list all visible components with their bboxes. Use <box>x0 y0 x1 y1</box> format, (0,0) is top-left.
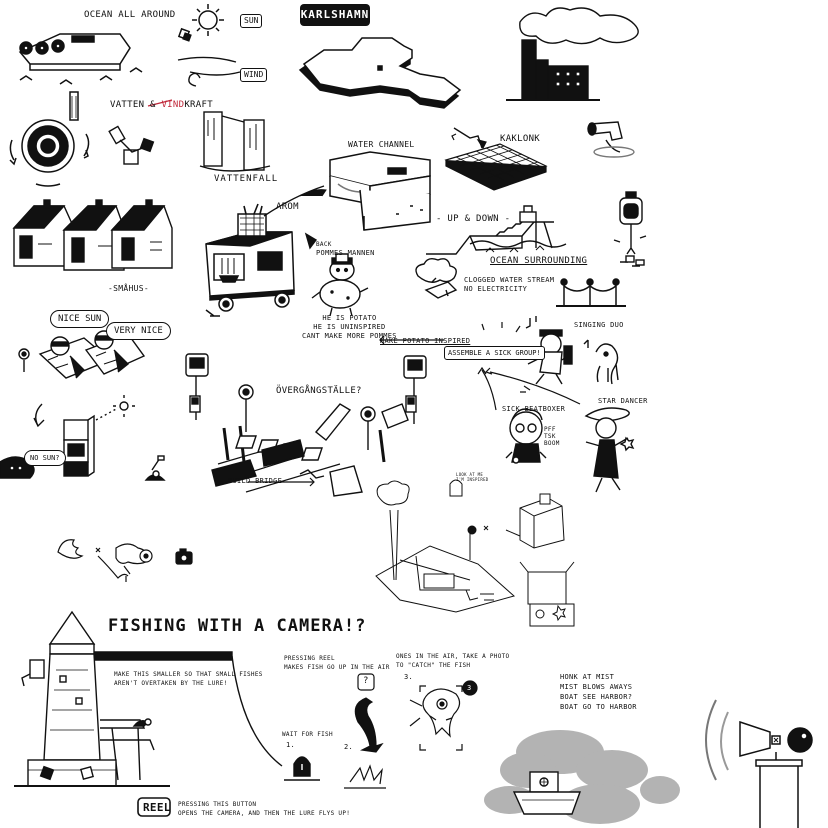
label-vattenfall: VATTENFALL <box>214 174 279 184</box>
small-houses-sketch <box>12 199 173 271</box>
water-wheel-sketch <box>9 91 90 187</box>
label-ocean-all-around: OCEAN ALL AROUND <box>84 10 176 20</box>
label-honk: HONK AT MIST MIST BLOWS AWAYS BOAT SEE H… <box>560 673 637 711</box>
label-step3-circle: 3 <box>467 684 472 692</box>
label-sick-beatboxer: SICK BEATBOXER <box>502 405 566 413</box>
sunbathers-sketch <box>18 330 146 428</box>
label-up-down: - UP & DOWN - <box>436 214 511 224</box>
food-truck-sketch <box>205 185 327 317</box>
label-vind-struck: VIND <box>161 100 185 110</box>
speech-no-sun: NO SUN? <box>24 450 66 466</box>
label-arom: AROM <box>276 202 299 212</box>
label-step2: 2. <box>344 743 354 751</box>
speech-nice-sun: NICE SUN <box>50 310 110 328</box>
label-build-bridge: BUILD BRIDGE <box>228 477 283 485</box>
fishing-title: FISHING WITH A CAMERA!? <box>108 616 367 636</box>
singing-duo-sketch <box>525 316 619 385</box>
fog-horn-sketch <box>705 699 813 828</box>
label-make-potato-inspired: MAKE POTATO INSPIRED <box>380 337 471 345</box>
label-star-dancer: STAR DANCER <box>598 397 648 405</box>
label-overgangstalle: ÖVERGÅNGSTÄLLE? <box>276 386 362 396</box>
workshop-sketch <box>375 479 575 627</box>
reel-button-label[interactable]: REEL <box>143 801 171 814</box>
karlshamn-map <box>298 37 462 109</box>
label-back: BACK <box>316 241 332 248</box>
flow-arrows <box>248 322 581 487</box>
label-step1: 1. <box>286 741 296 749</box>
label-kraft: KRAFT <box>184 100 213 110</box>
fish-silhouette-sketch <box>344 673 386 789</box>
label-potato-text: HE IS POTATO HE IS UNINSPIRED CANT MAKE … <box>302 314 397 340</box>
beatboxer-sketch <box>505 408 547 464</box>
label-vatten-part: VATTEN & <box>110 100 156 110</box>
label-water-channel: WATER CHANNEL <box>348 140 415 149</box>
label-ocean-surrounding: OCEAN SURROUNDING <box>490 256 588 266</box>
lighthouse-sketch <box>14 610 283 787</box>
vattenfall-sketch <box>199 111 271 172</box>
label-clogged: CLOGGED WATER STREAM NO ELECTRICITY <box>464 276 555 293</box>
label-vatten: VATTEN & VINDKRAFT <box>110 100 213 111</box>
label-singing-duo: SINGING DUO <box>574 321 624 329</box>
sun-icon <box>177 4 224 42</box>
potato-man-sketch <box>304 232 369 317</box>
label-pff-tsk-boom: PFF TSK BOOM <box>544 426 560 447</box>
label-smahus: -SMÅHUS- <box>108 284 149 293</box>
turbine-part-sketch <box>108 125 155 165</box>
water-channel-sketch <box>329 151 431 231</box>
label-pommes-mannen: POMMES MANNEN <box>316 249 375 257</box>
assemble-group-box: ASSEMBLE A SICK GROUP! <box>444 346 545 360</box>
strike-line <box>147 99 173 107</box>
label-wind: WIND <box>240 68 268 82</box>
speech-very-nice: VERY NICE <box>106 322 171 340</box>
boat-sketch <box>512 771 581 815</box>
lure-sketch <box>284 756 320 781</box>
label-small-note: LOOK AT ME I'M INSPIRED <box>456 472 489 482</box>
clogged-stream-sketch <box>415 257 458 299</box>
rope-barrier-sketch <box>556 278 626 307</box>
lamp-post-sketch <box>613 191 647 267</box>
wind-icon <box>177 56 241 87</box>
label-pressing-reel: PRESSING REEL MAKES FISH GO UP IN THE AI… <box>284 655 390 671</box>
pier-stairs-sketch <box>426 205 567 255</box>
star-dancer-sketch <box>584 407 635 493</box>
label-ones-in-air: ONES IN THE AIR, TAKE A PHOTO TO "CATCH"… <box>396 653 510 669</box>
factory-sketch <box>506 7 639 101</box>
label-wait-for-fish: WAIT FOR FISH <box>282 731 333 738</box>
reel-button-sketch[interactable] <box>137 797 171 817</box>
photo-fish-sketch <box>409 680 478 751</box>
ocean-island-sketch <box>18 33 143 85</box>
karlshamn-badge: KARLSHAMN <box>300 4 370 26</box>
label-kaklonk: KAKLONK <box>500 134 541 144</box>
label-make-smaller: MAKE THIS SMALLER SO THAT SMALL FISHES A… <box>114 671 263 687</box>
pipe-outlet-sketch <box>587 121 635 158</box>
label-step3: 3. <box>404 673 414 681</box>
cubes-tower-sketch <box>0 395 135 479</box>
mist-clouds <box>484 730 680 824</box>
bird-camera-sketch <box>57 539 193 582</box>
bridge-crossing-sketch <box>144 353 427 497</box>
kaklonk-tile <box>444 127 548 191</box>
label-sun: SUN <box>240 14 263 28</box>
label-pressing-button: PRESSING THIS BUTTON OPENS THE CAMERA, A… <box>178 801 351 817</box>
label-question: ? <box>363 676 369 686</box>
